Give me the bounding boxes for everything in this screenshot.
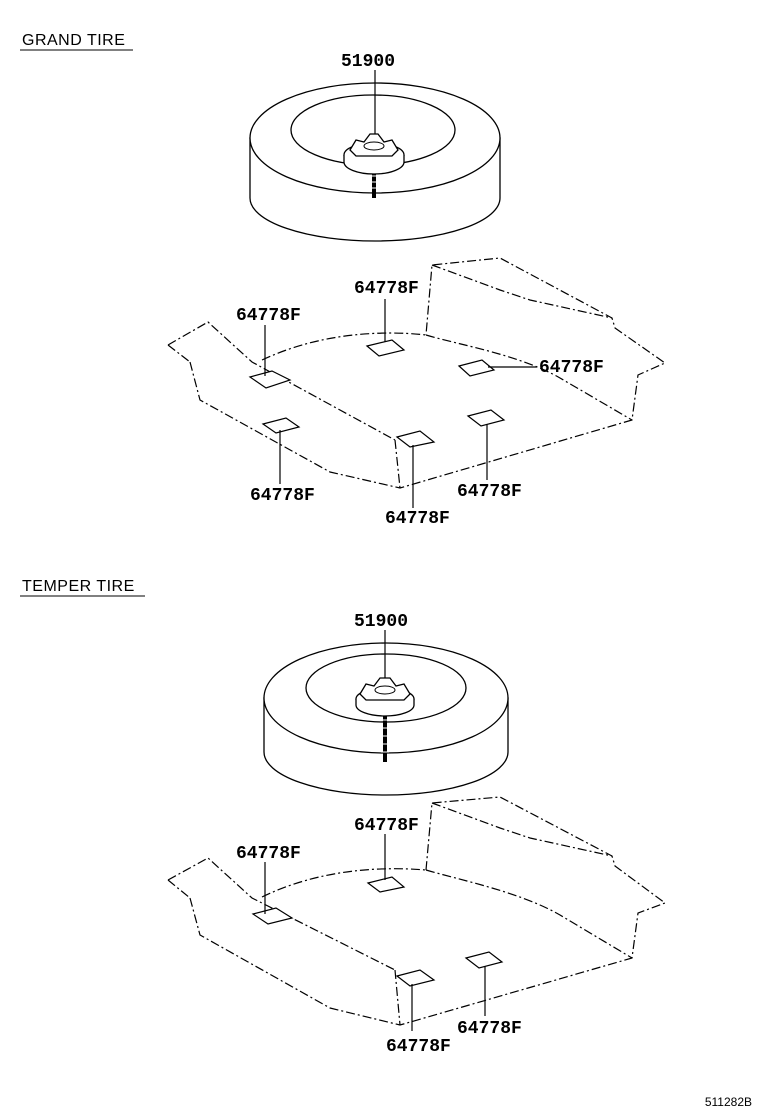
pad-part-label: 64778F xyxy=(236,306,301,326)
pad-icon xyxy=(261,417,301,434)
pad-icon xyxy=(395,430,436,448)
pad-icon xyxy=(466,409,506,427)
pad-icon xyxy=(366,876,406,893)
section-temper-tire: TEMPER TIRE 51900 xyxy=(20,578,667,1057)
section-grand-tire: GRAND TIRE 51900 xyxy=(20,32,667,529)
pad-part-label: 64778F xyxy=(236,844,301,864)
section-title: GRAND TIRE xyxy=(22,32,125,49)
floor-tray xyxy=(167,257,667,489)
floor-tray xyxy=(167,796,667,1026)
pad-icon xyxy=(248,370,292,389)
pad-icon xyxy=(464,951,504,969)
pad-part-label: 64778F xyxy=(250,486,315,506)
hub-nut-icon xyxy=(343,133,405,198)
hub-nut-icon xyxy=(355,677,415,762)
pad-part-label: 64778F xyxy=(539,358,604,378)
pad-part-label: 64778F xyxy=(386,1037,451,1057)
pad-part-label: 64778F xyxy=(385,509,450,529)
tire-part-label: 51900 xyxy=(341,52,395,72)
section-title: TEMPER TIRE xyxy=(22,578,135,595)
pad-icon xyxy=(457,359,496,377)
pad-part-label: 64778F xyxy=(457,482,522,502)
diagram-code: 511282B xyxy=(705,1095,752,1109)
pad-icon xyxy=(251,907,294,925)
pad-part-label: 64778F xyxy=(354,279,419,299)
pad-icon xyxy=(365,339,406,357)
pad-part-label: 64778F xyxy=(457,1019,522,1039)
tire-part-label: 51900 xyxy=(354,612,408,632)
pad-icon xyxy=(395,969,436,987)
pad-part-label: 64778F xyxy=(354,816,419,836)
